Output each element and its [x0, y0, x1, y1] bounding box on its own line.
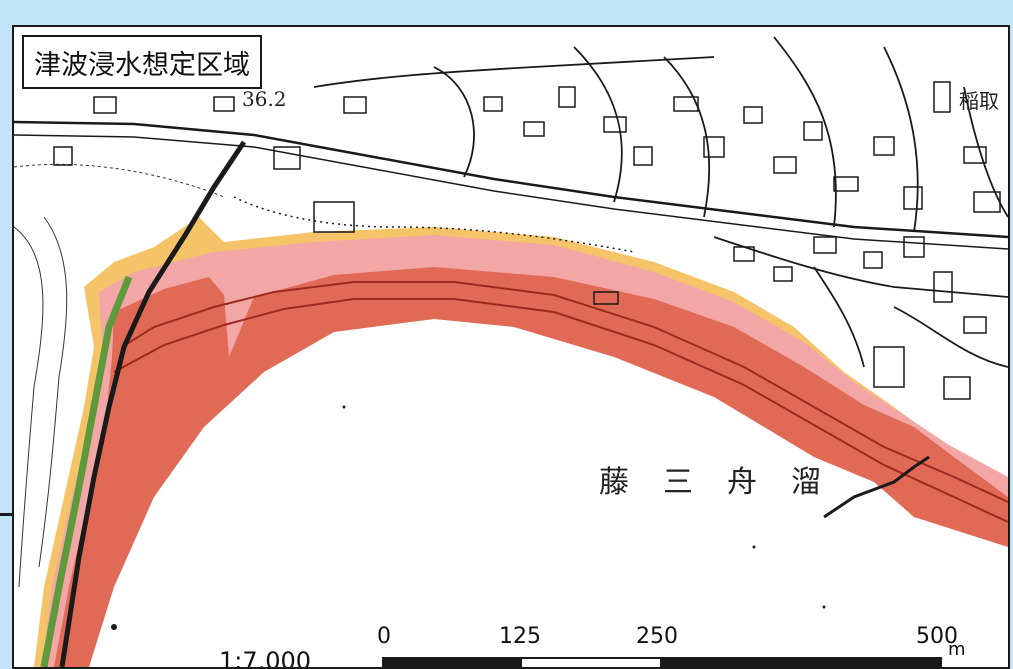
breakwater	[823, 455, 930, 519]
buildings	[53, 81, 1001, 400]
scale-bar	[382, 657, 952, 667]
scale-bar-segment	[660, 657, 942, 667]
dotted-boundary	[233, 196, 635, 253]
elevation-label: 36.2	[242, 87, 287, 111]
contour-line	[38, 216, 68, 568]
coastal-road-inner	[113, 298, 1008, 523]
railway	[59, 140, 247, 667]
scale-tick-250: 250	[636, 624, 678, 649]
contour-line	[14, 226, 44, 588]
town-streets	[313, 36, 1008, 368]
scale-unit: m	[948, 639, 966, 660]
terrain-marks	[111, 405, 826, 630]
vegetation-strip	[40, 275, 133, 667]
inundation-zone-mid	[42, 235, 1008, 667]
scale-ratio: 1:7,000	[219, 647, 312, 669]
contour-line	[14, 163, 225, 198]
scale-bar-segment	[382, 657, 522, 667]
scale-bar-segment	[522, 657, 660, 667]
coastal-road	[121, 281, 1008, 503]
tsunami-inundation-map[interactable]: 津波浸水想定区域 藤 三 舟 溜 稲取 36.2 1:7,000 0 125 2…	[12, 25, 1010, 669]
bay-name-label: 藤 三 舟 溜	[599, 465, 823, 500]
scale-tick-0: 0	[377, 624, 391, 649]
scale-tick-125: 125	[499, 624, 541, 649]
main-road-edge	[14, 134, 1008, 250]
district-label: 稲取	[959, 89, 999, 113]
base-map	[14, 36, 1008, 667]
map-title: 津波浸水想定区域	[22, 35, 262, 89]
scale-tick-500: 500	[916, 624, 958, 649]
main-road	[14, 120, 1008, 239]
inundation-zone-deep	[54, 267, 1008, 667]
frame-tick-mark	[0, 513, 14, 516]
